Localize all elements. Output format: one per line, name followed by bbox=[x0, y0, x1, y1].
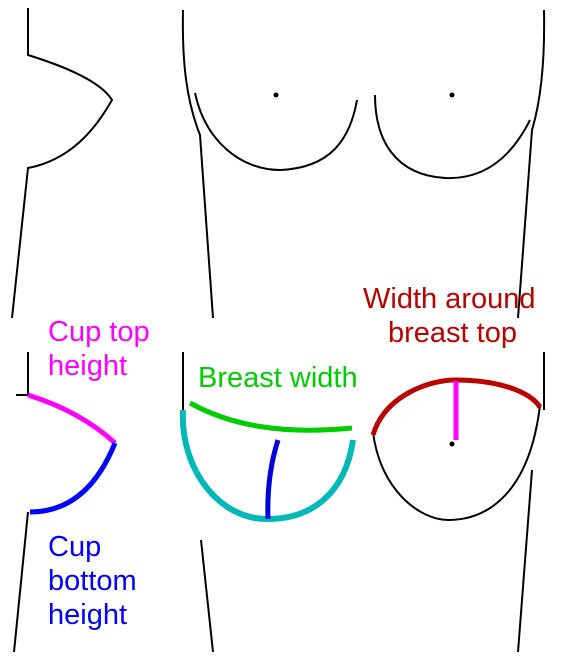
cup-bottom-height-label: Cup bottom height bbox=[48, 530, 137, 632]
cup-top-height-label-line2: height bbox=[48, 349, 150, 383]
top-front-torso bbox=[183, 10, 544, 318]
cup-top-height-line bbox=[28, 395, 115, 443]
cup-top-height-label: Cup top height bbox=[48, 315, 150, 383]
breast-width-label-text: Breast width bbox=[198, 361, 358, 395]
breast-center-line bbox=[268, 440, 278, 519]
bottom-front-torso bbox=[183, 352, 544, 652]
cup-bottom-height-label-line3: height bbox=[48, 598, 137, 632]
width-around-label-line1: Width around bbox=[363, 282, 536, 316]
breast-width-label: Breast width bbox=[198, 361, 358, 395]
breast-width-line bbox=[190, 403, 352, 430]
width-around-label-line2: breast top bbox=[363, 316, 536, 350]
cup-bottom-height-label-line2: bottom bbox=[48, 564, 137, 598]
cup-top-height-label-line1: Cup top bbox=[48, 315, 150, 349]
width-around-label: Width around breast top bbox=[363, 282, 536, 350]
top-side-profile bbox=[12, 8, 112, 318]
cup-bottom-height-line bbox=[30, 443, 115, 512]
cup-bottom-height-label-line1: Cup bbox=[48, 530, 137, 564]
